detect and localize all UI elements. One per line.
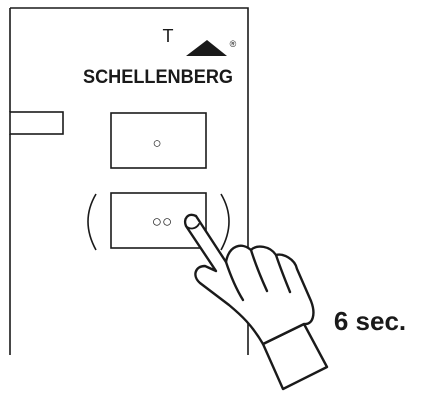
pressing-hand-icon [183, 213, 329, 391]
upper-button[interactable] [110, 112, 207, 169]
duration-label: 6 sec. [334, 306, 406, 336]
brand-logo-roof-icon [186, 40, 227, 56]
registered-mark: ® [230, 39, 237, 49]
lower-button-symbol: ○○ [152, 212, 173, 231]
top-label: T [163, 26, 174, 46]
upper-button-symbol: ○ [152, 135, 161, 152]
press-indicator-right-bracket [220, 193, 230, 251]
brand-logo-text: SCHELLENBERG [83, 67, 233, 88]
side-slot [9, 111, 64, 135]
press-indicator-left-bracket [87, 193, 97, 251]
device-housing-outline [10, 7, 249, 355]
